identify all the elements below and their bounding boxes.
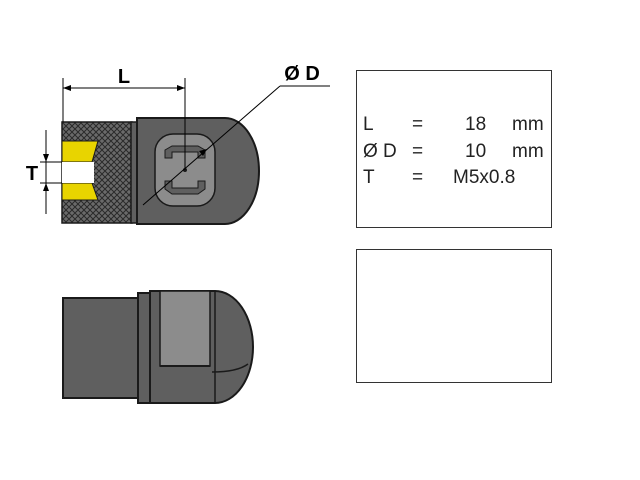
- spec-equals: =: [412, 114, 424, 135]
- spec-unit: mm: [512, 141, 544, 162]
- photo-frame: [356, 249, 552, 383]
- dim-t-label: T: [26, 163, 38, 185]
- spec-row-diameter: Ø D = 10 mm: [357, 140, 553, 164]
- side-clip-window: [159, 290, 211, 367]
- dim-d-arrow: [199, 149, 207, 156]
- spec-table: L = 18 mm Ø D = 10 mm T = M5x0.8: [356, 70, 552, 228]
- side-clip-tail: [211, 363, 249, 373]
- dim-l-arrow-right: [177, 85, 185, 91]
- dim-l-label: L: [118, 66, 130, 88]
- spec-symbol: Ø D: [363, 141, 397, 162]
- thread-lower: [61, 182, 99, 201]
- section-view: L Ø D T: [26, 63, 330, 225]
- spec-symbol: L: [363, 114, 374, 135]
- bore: [62, 162, 94, 183]
- spec-symbol: T: [363, 167, 375, 188]
- spec-row-thread: T = M5x0.8: [357, 166, 553, 190]
- spec-value: 10: [465, 141, 487, 162]
- side-view: [62, 290, 254, 404]
- dim-l-arrow-left: [63, 85, 71, 91]
- side-sleeve: [62, 297, 141, 399]
- spec-value: 18: [465, 114, 487, 135]
- spec-equals: =: [412, 167, 424, 188]
- spec-equals: =: [412, 141, 424, 162]
- dim-d-leader: [142, 85, 281, 206]
- thread-upper: [61, 140, 99, 163]
- dim-d-label: Ø D: [284, 63, 320, 85]
- dim-t-arrow-bottom: [43, 183, 49, 191]
- spec-row-length: L = 18 mm: [357, 113, 553, 137]
- spec-unit: mm: [512, 114, 544, 135]
- spec-value: M5x0.8: [453, 167, 516, 188]
- dim-t-arrow-top: [43, 154, 49, 162]
